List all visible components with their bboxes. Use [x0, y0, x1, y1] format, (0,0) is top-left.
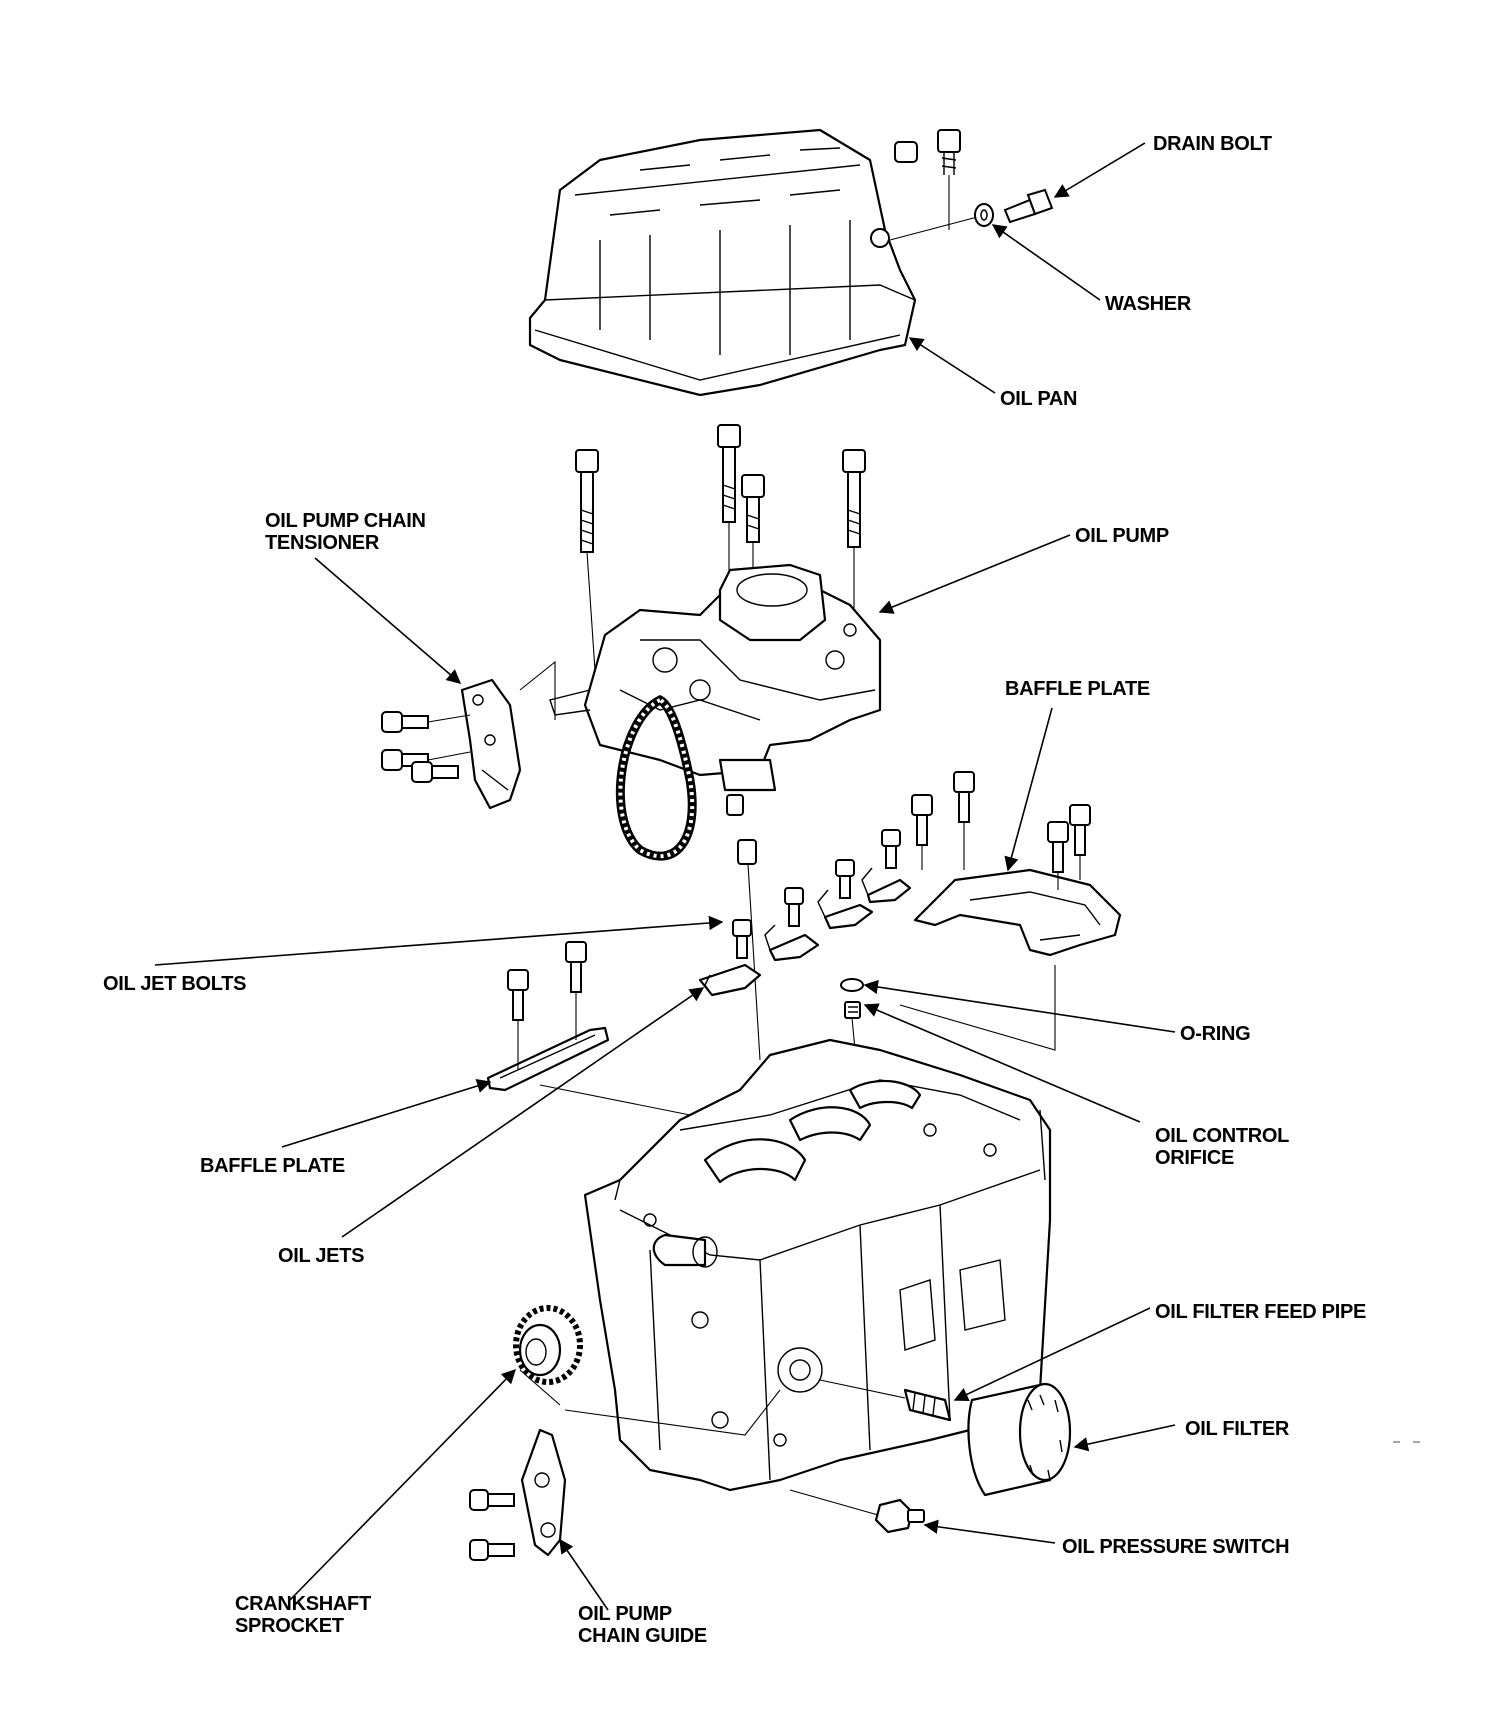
label-oil-pan: OIL PAN — [1000, 388, 1077, 410]
oil-pan — [528, 128, 917, 397]
o-ring-part — [840, 978, 864, 992]
oil-jets — [698, 867, 912, 997]
oil-jet-bolts-set — [732, 829, 901, 959]
baffle-plate-bolts-upper — [911, 771, 1091, 890]
label-crankshaft-sprocket-line1: CRANKSHAFT — [235, 1593, 371, 1615]
label-oil-control-orifice-line2: ORIFICE — [1155, 1147, 1234, 1169]
label-oil-pump-chain-tensioner-line1: OIL PUMP CHAIN — [265, 510, 426, 532]
oil-pump-chain — [615, 694, 697, 861]
label-baffle-plate-lower: BAFFLE PLATE — [200, 1155, 345, 1177]
label-oil-pump: OIL PUMP — [1075, 525, 1169, 547]
label-oil-jet-bolts: OIL JET BOLTS — [103, 973, 246, 995]
leader-lines — [154, 142, 1176, 1611]
label-crankshaft-sprocket-line2: SPROCKET — [235, 1615, 344, 1637]
engine-block — [519, 1038, 1052, 1492]
label-drain-bolt: DRAIN BOLT — [1153, 133, 1272, 155]
crankshaft-sprocket-part — [513, 1305, 583, 1385]
oil-pump-body — [549, 563, 882, 792]
label-oil-filter: OIL FILTER — [1185, 1418, 1290, 1440]
oil-filter-feed-pipe-part — [819, 1379, 952, 1422]
oil-pump-chain-tensioner — [460, 660, 556, 810]
label-oil-pump-chain-tensioner-line2: TENSIONER — [265, 532, 380, 554]
label-washer: WASHER — [1105, 293, 1192, 315]
oil-control-orifice-part — [844, 965, 1056, 1061]
oil-filter-part — [967, 1382, 1072, 1497]
label-baffle-plate-upper: BAFFLE PLATE — [1005, 678, 1150, 700]
label-oil-pump-chain-guide-line1: OIL PUMP — [578, 1603, 672, 1625]
lower-baffle-plate — [486, 941, 691, 1116]
tensioner-bolts — [381, 711, 471, 783]
label-oil-control-orifice-line1: OIL CONTROL — [1155, 1125, 1289, 1147]
oil-pump-bolts — [575, 424, 866, 701]
label-oil-pressure-switch: OIL PRESSURE SWITCH — [1062, 1536, 1289, 1558]
oil-pressure-switch-part — [789, 1489, 925, 1534]
label-oil-pump-chain-guide-line2: CHAIN GUIDE — [578, 1625, 707, 1647]
label-o-ring: O-RING — [1180, 1023, 1250, 1045]
drain-bolt-part — [974, 188, 1054, 227]
label-oil-jets: OIL JETS — [278, 1245, 364, 1267]
pan-bolt-set — [889, 129, 986, 241]
oil-pump-chain-guide-part — [469, 1428, 567, 1561]
dowel-pins — [726, 794, 761, 1061]
upper-baffle-plate — [913, 868, 1122, 957]
label-oil-filter-feed-pipe: OIL FILTER FEED PIPE — [1155, 1301, 1366, 1323]
